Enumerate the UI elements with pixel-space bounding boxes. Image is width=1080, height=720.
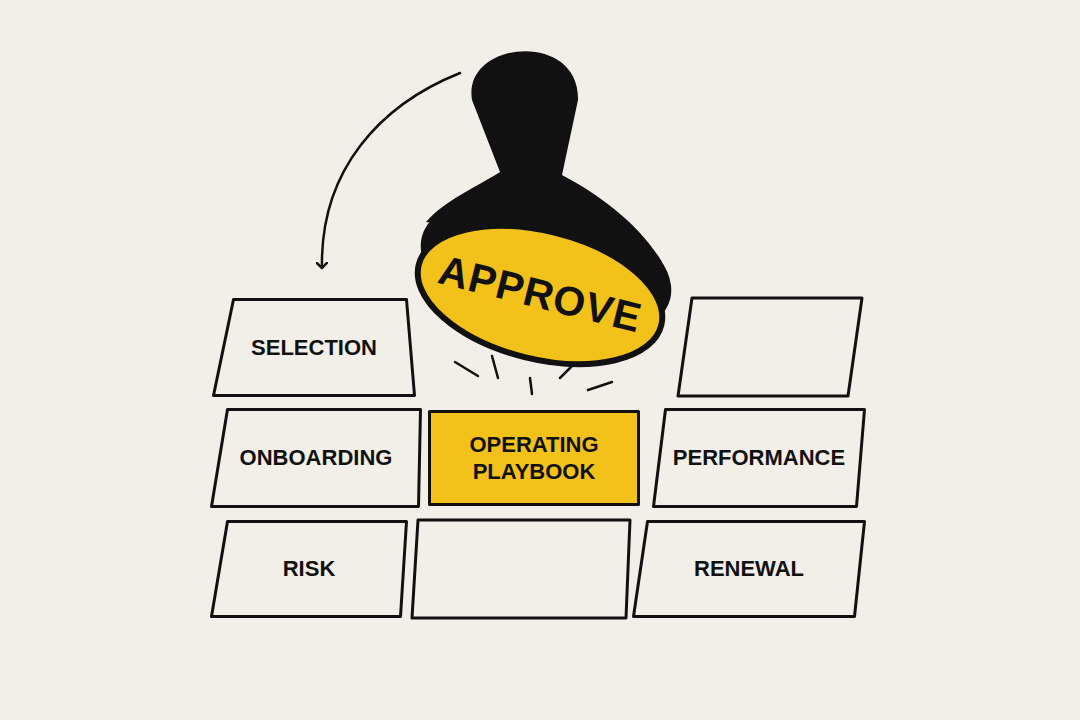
box-label: OPERATING PLAYBOOK <box>449 431 619 486</box>
stage-box: RISK <box>210 520 408 618</box>
box-label: RISK <box>283 555 336 583</box>
empty-box <box>678 298 862 396</box>
box-shape <box>212 522 407 617</box>
box-shape <box>430 412 639 505</box>
empty-box <box>412 520 630 618</box>
stage-box: PERFORMANCE <box>652 408 866 508</box>
stamp-face: APPROVE <box>400 199 681 391</box>
box-shape <box>214 300 415 396</box>
box-outline <box>428 410 640 506</box>
box-shape <box>212 410 421 507</box>
box-shape <box>654 410 865 507</box>
stage-box: SELECTION <box>212 298 416 397</box>
box-label: SELECTION <box>251 334 377 362</box>
box-label: RENEWAL <box>694 555 804 583</box>
stamp-oval <box>403 203 677 388</box>
stage-box: RENEWAL <box>632 520 866 618</box>
stage-box: ONBOARDING <box>210 408 422 508</box>
box-shape <box>634 522 865 617</box>
box-label: PERFORMANCE <box>673 444 845 472</box>
box-label: ONBOARDING <box>240 444 393 472</box>
stage-box: OPERATING PLAYBOOK <box>428 410 640 506</box>
